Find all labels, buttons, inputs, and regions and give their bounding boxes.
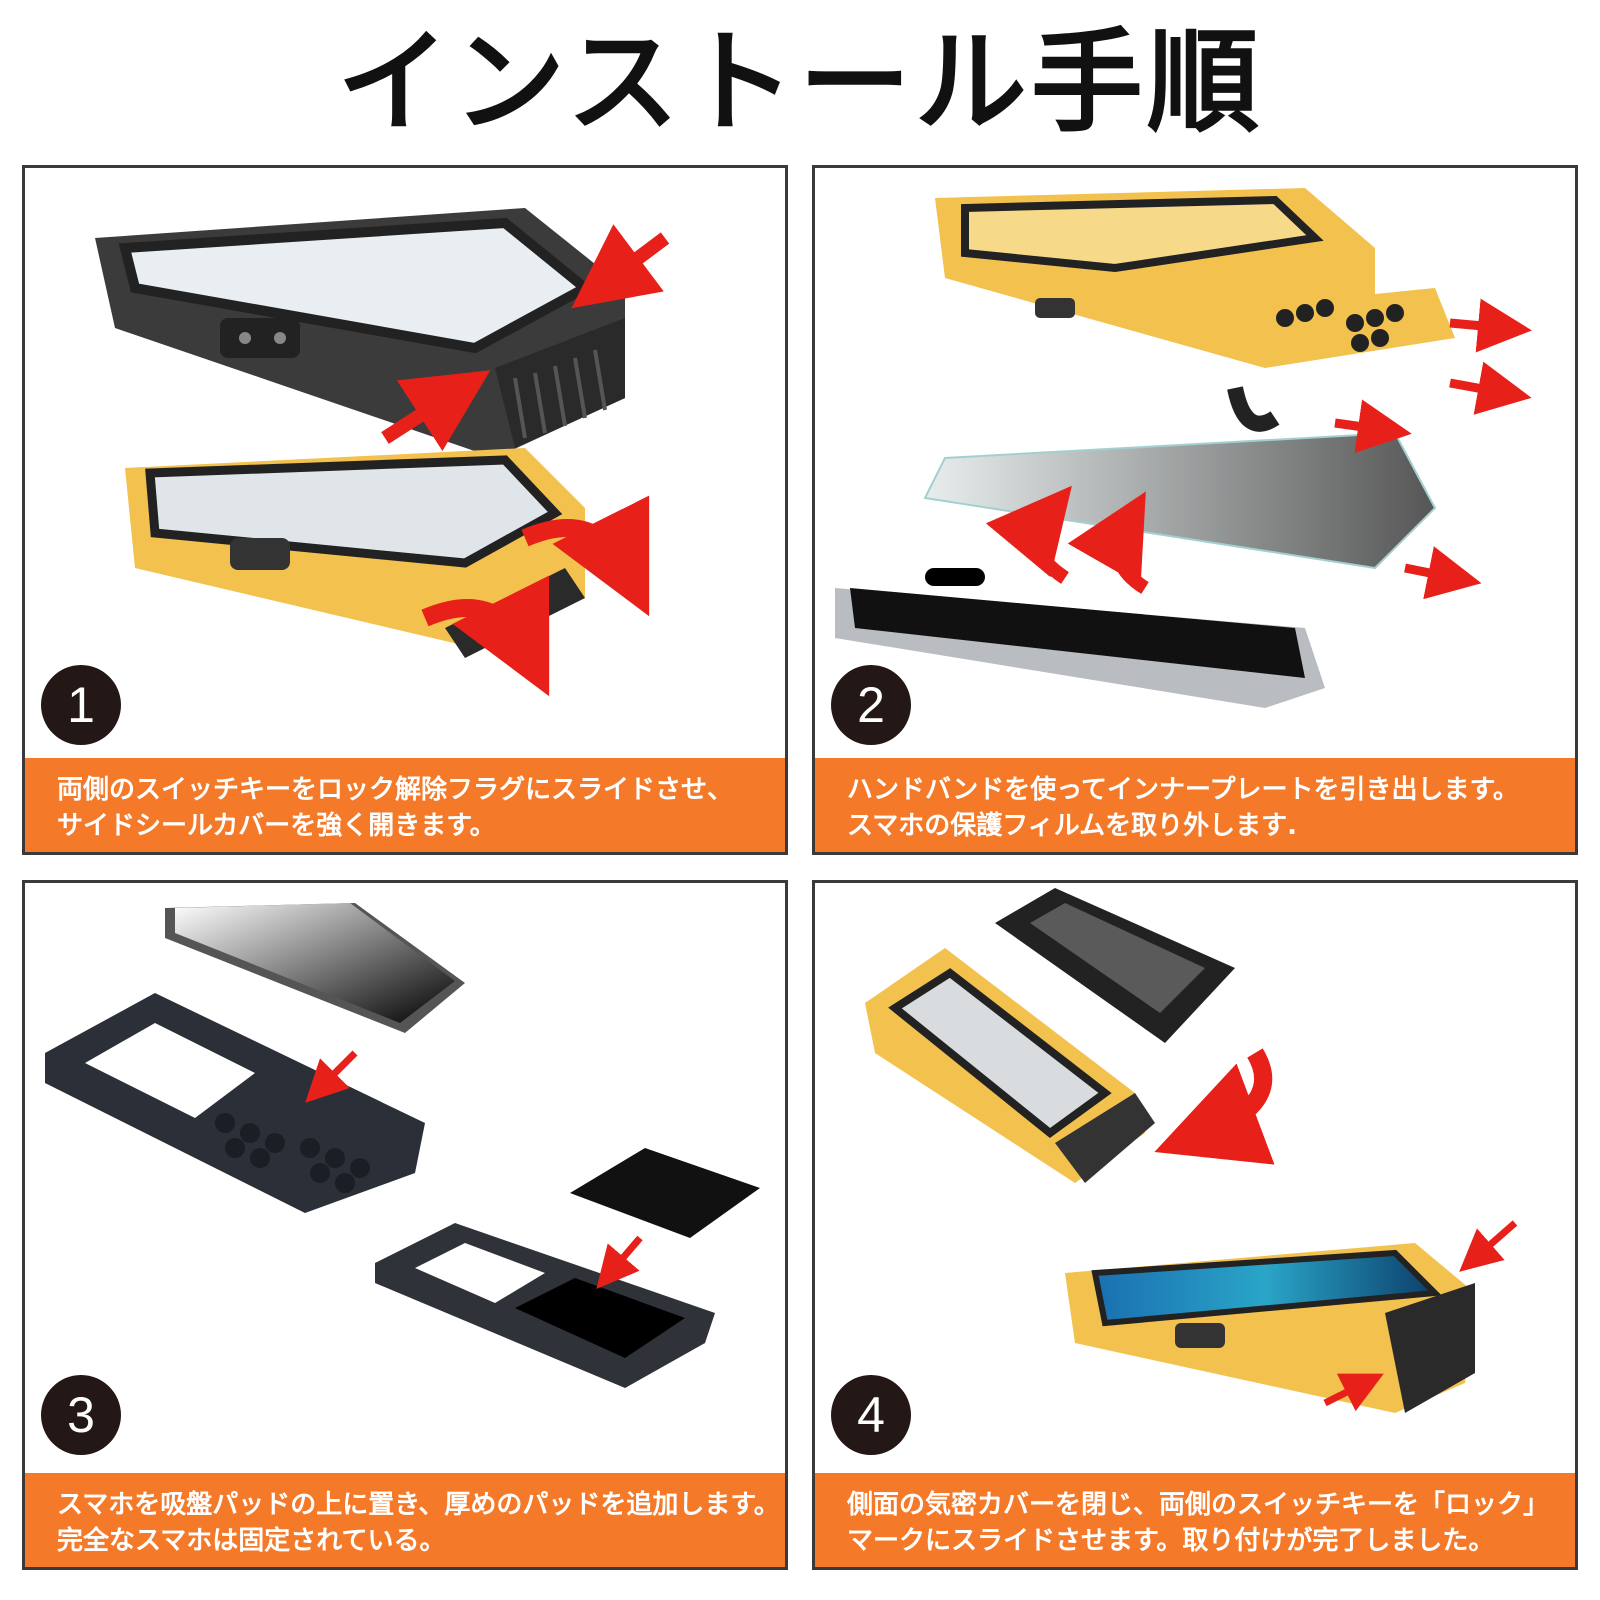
step-1-panel: 1 両側のスイッチキーをロック解除フラグにスライドさせ、 サイドシールカバーを強…: [22, 165, 788, 855]
step-3-illustration: [45, 903, 760, 1388]
yellow-case-open-illustration: [935, 188, 1455, 432]
step-2-illustration: [835, 188, 1532, 708]
step-number-badge: 3: [41, 1375, 121, 1455]
caption-line: 側面の気密カバーを閉じ、両側のスイッチキーを「ロック」: [847, 1490, 1550, 1520]
step-4-caption: 側面の気密カバーを閉じ、両側のスイッチキーを「ロック」 マークにスライドさせます…: [815, 1473, 1575, 1567]
frame-plate-illustration: [375, 1223, 715, 1388]
step-2-caption: ハンドバンドを使ってインナープレートを引き出します。 スマホの保護フィルムを取り…: [815, 758, 1575, 852]
step-number-badge: 1: [41, 665, 121, 745]
step-number-badge: 2: [831, 665, 911, 745]
thick-pad-illustration: [570, 1148, 760, 1238]
smartphone-illustration: [165, 903, 465, 1033]
step-1-caption: 両側のスイッチキーをロック解除フラグにスライドさせ、 サイドシールカバーを強く開…: [25, 758, 785, 852]
red-arrows: [305, 1050, 643, 1289]
red-arrows: [985, 298, 1532, 600]
step-4-illustration: [865, 888, 1518, 1413]
step-number-badge: 4: [831, 1375, 911, 1455]
dark-case-illustration: [95, 208, 625, 458]
suction-pad-plate-illustration: [45, 993, 425, 1213]
page-title: インストール手順: [337, 18, 1263, 148]
caption-line: サイドシールカバーを強く開きます。: [57, 811, 496, 841]
red-arrows: [381, 224, 670, 697]
caption-line: 完全なスマホは固定されている。: [57, 1526, 446, 1556]
step-1-illustration: [95, 208, 670, 697]
yellow-case-illustration: [865, 948, 1155, 1183]
step-3-caption: スマホを吸盤パッドの上に置き、厚めのパッドを追加します。 完全なスマホは固定され…: [25, 1473, 785, 1567]
screen-protector-illustration: [923, 431, 1437, 570]
caption-line: スマホの保護フィルムを取り外します.: [847, 811, 1298, 841]
caption-line: マークにスライドさせます。取り付けが完了しました。: [847, 1526, 1495, 1556]
caption-line: 両側のスイッチキーをロック解除フラグにスライドさせ、: [57, 775, 734, 805]
step-2-panel: 2 ハンドバンドを使ってインナープレートを引き出します。 スマホの保護フィルムを…: [812, 165, 1578, 855]
caption-line: スマホを吸盤パッドの上に置き、厚めのパッドを追加します。: [57, 1490, 780, 1520]
red-arrows: [1154, 1048, 1518, 1412]
caption-line: ハンドバンドを使ってインナープレートを引き出します。: [847, 775, 1519, 805]
smartphone-illustration: [835, 568, 1325, 708]
inner-plate-illustration: [995, 888, 1235, 1043]
assembled-case-illustration: [1065, 1243, 1475, 1413]
step-3-panel: 3 スマホを吸盤パッドの上に置き、厚めのパッドを追加します。 完全なスマホは固定…: [22, 880, 788, 1570]
step-4-panel: 4 側面の気密カバーを閉じ、両側のスイッチキーを「ロック」 マークにスライドさせ…: [812, 880, 1578, 1570]
